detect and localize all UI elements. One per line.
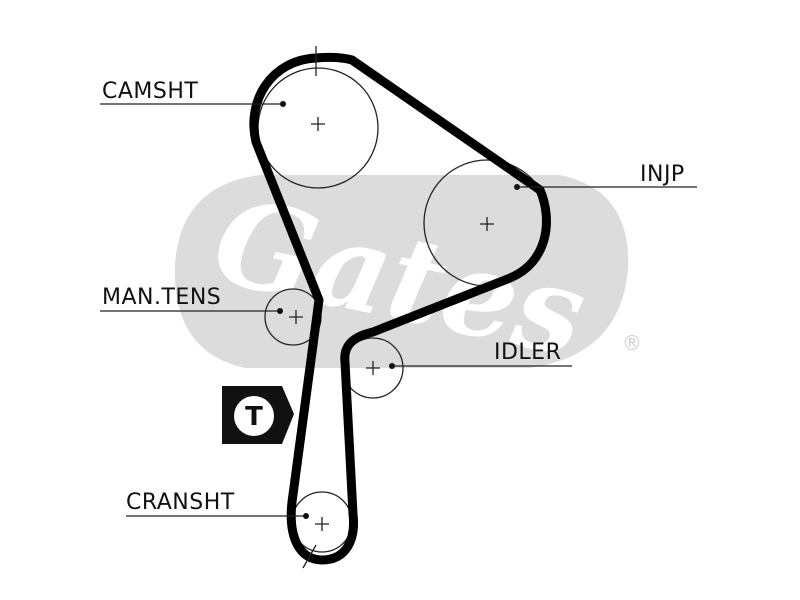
label-crankshaft: CRANSHT: [126, 490, 235, 515]
camshaft-pulley: [257, 67, 379, 189]
timing-belt: [249, 52, 551, 565]
label-injection-pump: INJP: [640, 162, 685, 187]
label-idler: IDLER: [494, 340, 561, 365]
timing-marker: T: [222, 386, 294, 444]
crankshaft-leader: [126, 513, 309, 519]
timing-marker-letter: T: [245, 402, 263, 432]
manual-tensioner-leader: [100, 308, 283, 314]
gates-watermark-logo: Gates ®: [174, 170, 642, 384]
timing-marker-circle: [234, 396, 274, 436]
registered-mark: ®: [622, 331, 642, 355]
label-manual-tensioner: MAN.TENS: [102, 285, 221, 310]
injection-pump-leader: [514, 184, 697, 190]
camshaft-leader: [100, 101, 286, 107]
idler-leader: [389, 363, 572, 369]
label-camshaft: CAMSHT: [102, 79, 198, 104]
crankshaft-timing-mark: [302, 544, 317, 569]
